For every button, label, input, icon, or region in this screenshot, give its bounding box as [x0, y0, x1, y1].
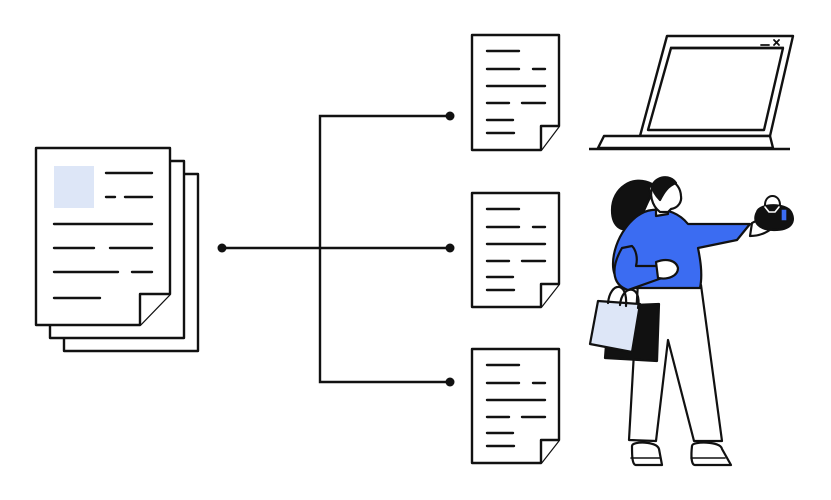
branch-connector — [222, 114, 450, 384]
connector-nodes — [217, 111, 455, 387]
left-shoe — [630, 441, 664, 467]
laptop-screen — [638, 34, 795, 138]
connector-node-bottom — [445, 377, 455, 387]
laptop-base — [596, 134, 775, 150]
connector-node-top — [445, 111, 455, 121]
right-shoe — [690, 441, 733, 467]
woman-holding-bag-figure — [588, 176, 794, 467]
laptop-icon — [589, 34, 795, 151]
left-hand — [654, 258, 680, 280]
connector-node-middle — [445, 243, 455, 253]
front-page-text-lines — [52, 171, 154, 300]
front-page-fold — [138, 292, 170, 325]
output-document-middle — [470, 191, 561, 309]
output-document-bottom — [470, 347, 561, 465]
connector-node-source — [217, 243, 227, 253]
shopping-bag-front — [588, 299, 642, 354]
photo-placeholder — [54, 166, 94, 208]
handbag-icon — [754, 195, 794, 232]
document-stack-icon — [34, 146, 200, 353]
ponytail — [610, 179, 654, 231]
output-document-top — [470, 33, 561, 152]
close-icon — [773, 39, 780, 46]
